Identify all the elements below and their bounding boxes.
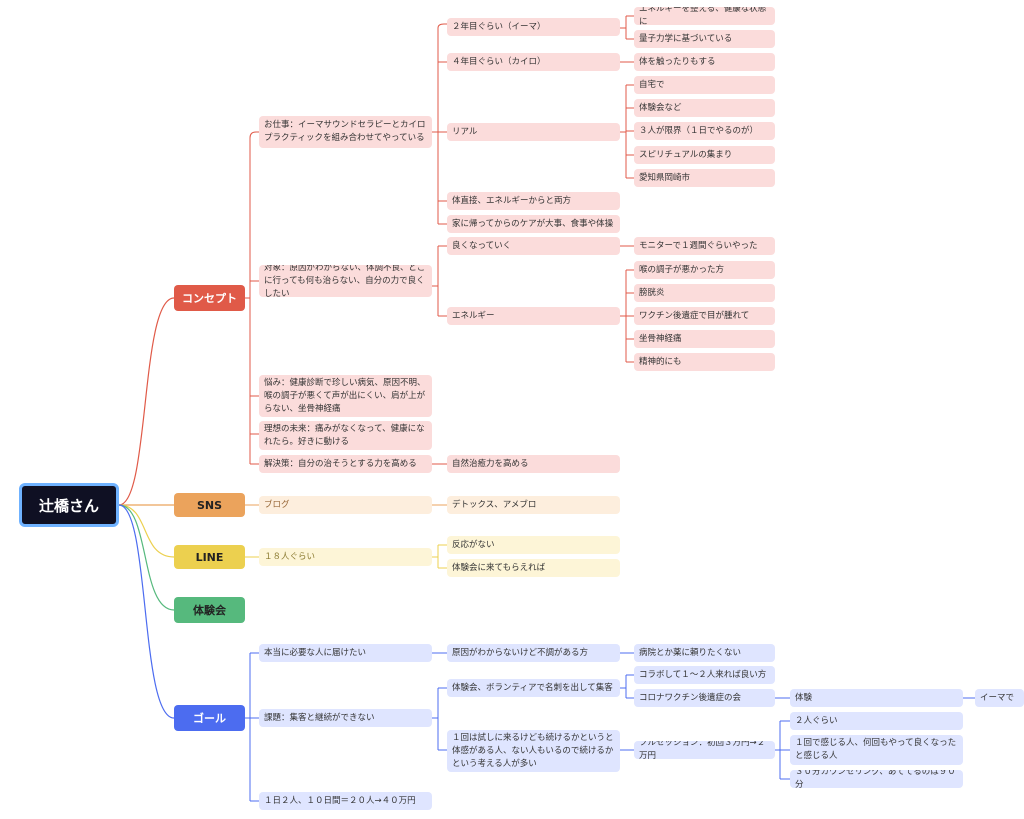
goal-corona[interactable]: コロナワクチン後遺症の会 bbox=[634, 689, 775, 707]
branch-concept[interactable]: コンセプト bbox=[174, 285, 245, 311]
concept-energy[interactable]: エネルギー bbox=[447, 307, 620, 325]
link-root-line bbox=[118, 504, 175, 558]
sns-blog[interactable]: ブログ bbox=[259, 496, 432, 514]
link-root-taiken bbox=[118, 504, 175, 611]
root-node[interactable]: 辻橋さん bbox=[19, 483, 119, 527]
concept-worry[interactable]: 悩み：健康診断で珍しい病気、原因不明、喉の調子が悪くて声が出にくい、肩が上がらな… bbox=[259, 375, 432, 417]
concept-better[interactable]: 良くなっていく bbox=[447, 237, 620, 255]
line-come[interactable]: 体験会に来てもらえれば bbox=[447, 559, 620, 577]
goal-target[interactable]: １日２人、１０日間＝２０人→４０万円 bbox=[259, 792, 432, 810]
concept-energy-item-2[interactable]: ワクチン後遺症で目が腫れて bbox=[634, 307, 775, 325]
concept-year2[interactable]: ２年目ぐらい（イーマ） bbox=[447, 18, 620, 36]
concept-real-item-3[interactable]: スピリチュアルの集まり bbox=[634, 146, 775, 164]
concept-direct[interactable]: 体直接、エネルギーからと両方 bbox=[447, 192, 620, 210]
link-root-goal bbox=[118, 504, 175, 719]
goal-issue[interactable]: 課題：集客と継続ができない bbox=[259, 709, 432, 727]
branch-goal[interactable]: ゴール bbox=[174, 705, 245, 731]
goal-two[interactable]: ２人ぐらい bbox=[790, 712, 963, 730]
concept-monitor[interactable]: モニターで１週間ぐらいやった bbox=[634, 237, 775, 255]
goal-hospital[interactable]: 病院とか薬に頼りたくない bbox=[634, 644, 775, 662]
concept-year2-a[interactable]: エネルギーを整える、健康な状態に bbox=[634, 7, 775, 25]
goal-collab[interactable]: コラボして１〜２人来れば良い方 bbox=[634, 666, 775, 684]
concept-year4[interactable]: ４年目ぐらい（カイロ） bbox=[447, 53, 620, 71]
goal-event[interactable]: 体験会、ボランティアで名刺を出して集客 bbox=[447, 679, 620, 697]
line-no-response[interactable]: 反応がない bbox=[447, 536, 620, 554]
goal-deliver[interactable]: 本当に必要な人に届けたい bbox=[259, 644, 432, 662]
goal-once[interactable]: １回は試しに来るけども続けるかというと体感がある人、ない人もいるので続けるかとい… bbox=[447, 730, 620, 772]
branch-line[interactable]: LINE bbox=[174, 545, 245, 569]
concept-energy-item-0[interactable]: 喉の調子が悪かった方 bbox=[634, 261, 775, 279]
concept-solution[interactable]: 解決策：自分の治そうとする力を高める bbox=[259, 455, 432, 473]
concept-real[interactable]: リアル bbox=[447, 123, 620, 141]
branch-taiken[interactable]: 体験会 bbox=[174, 597, 245, 623]
line-count[interactable]: １８人ぐらい bbox=[259, 548, 432, 566]
concept-real-item-4[interactable]: 愛知県岡崎市 bbox=[634, 169, 775, 187]
concept-real-item-1[interactable]: 体験会など bbox=[634, 99, 775, 117]
concept-target[interactable]: 対象：原因がわからない、体調不良、どこに行っても何も治らない、自分の力で良くした… bbox=[259, 265, 432, 297]
branch-sns[interactable]: SNS bbox=[174, 493, 245, 517]
goal-taiken[interactable]: 体験 bbox=[790, 689, 963, 707]
concept-energy-item-4[interactable]: 精神的にも bbox=[634, 353, 775, 371]
concept-real-item-2[interactable]: ３人が限界（１日でやるのが） bbox=[634, 122, 775, 140]
goal-unknown[interactable]: 原因がわからないけど不調がある方 bbox=[447, 644, 620, 662]
concept-ideal[interactable]: 理想の未来：痛みがなくなって、健康になれたら。好きに動ける bbox=[259, 421, 432, 450]
concept-care[interactable]: 家に帰ってからのケアが大事、食事や体操 bbox=[447, 215, 620, 233]
sns-detox[interactable]: デトックス、アメブロ bbox=[447, 496, 620, 514]
goal-feel[interactable]: １回で感じる人、何回もやって良くなったと感じる人 bbox=[790, 735, 963, 765]
concept-year2-b[interactable]: 量子力学に基づいている bbox=[634, 30, 775, 48]
goal-counsel[interactable]: ３０分カウンセリング、あててるのは９０分 bbox=[790, 770, 963, 788]
concept-year4-a[interactable]: 体を触ったりもする bbox=[634, 53, 775, 71]
concept-energy-item-1[interactable]: 膀胱炎 bbox=[634, 284, 775, 302]
concept-work[interactable]: お仕事：イーマサウンドセラピーとカイロプラクティックを組み合わせてやっている bbox=[259, 116, 432, 148]
link-root-concept bbox=[118, 297, 175, 506]
concept-real-item-0[interactable]: 自宅で bbox=[634, 76, 775, 94]
concept-healing[interactable]: 自然治癒力を高める bbox=[447, 455, 620, 473]
goal-full[interactable]: フルセッション：初回３万円→２万円 bbox=[634, 741, 775, 759]
goal-ima[interactable]: イーマで bbox=[975, 689, 1024, 707]
concept-energy-item-3[interactable]: 坐骨神経痛 bbox=[634, 330, 775, 348]
